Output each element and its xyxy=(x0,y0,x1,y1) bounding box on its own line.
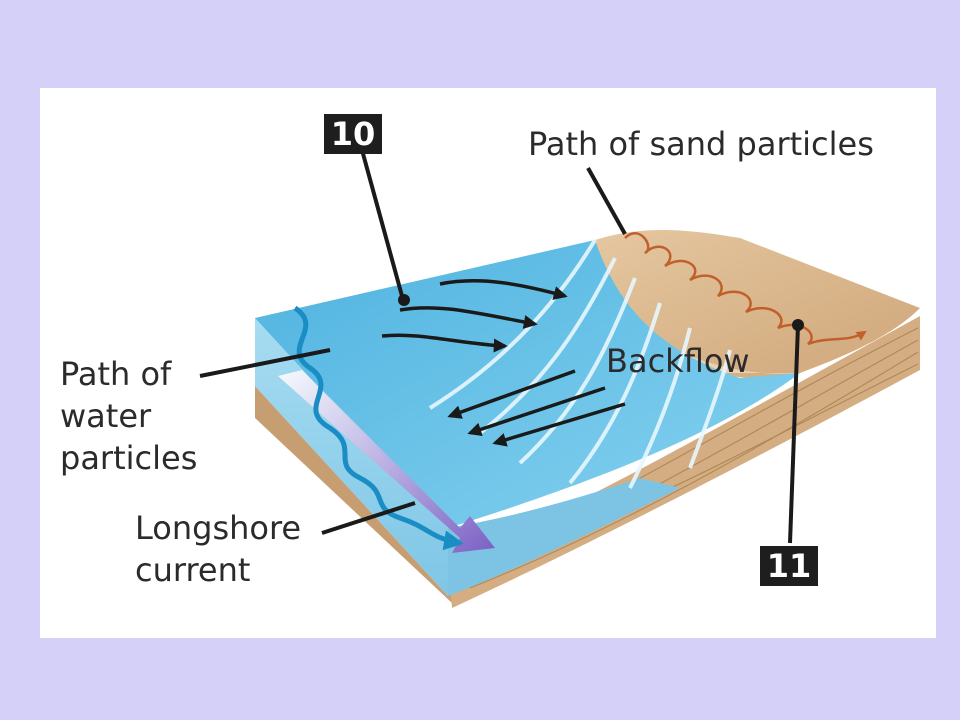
badge-bottom: 11 xyxy=(760,546,818,586)
label-backflow: Backflow xyxy=(606,342,750,380)
longshore-current-arrow xyxy=(278,370,495,553)
label-water-path-2: water xyxy=(60,397,152,435)
label-water-path-1: Path of xyxy=(60,355,172,393)
water-surface xyxy=(255,240,800,528)
leader-lines xyxy=(199,149,800,544)
diagram-panel: Path of sand particles Backflow Path of … xyxy=(40,88,936,638)
label-sand-path: Path of sand particles xyxy=(528,125,874,163)
beach xyxy=(595,230,920,379)
label-longshore-1: Longshore xyxy=(135,509,302,547)
backflow-arrows xyxy=(447,369,626,447)
badge-top: 10 xyxy=(324,114,382,154)
water-front-face xyxy=(448,478,680,596)
pointer-dot-bottom xyxy=(792,319,804,331)
longshore-drift-diagram xyxy=(199,149,920,608)
wave-direction-arrows xyxy=(381,279,568,353)
pointer-dot-top xyxy=(398,294,410,306)
label-water-path-3: particles xyxy=(60,439,198,477)
label-longshore-2: current xyxy=(135,551,251,589)
sand-particle-path xyxy=(624,232,867,346)
